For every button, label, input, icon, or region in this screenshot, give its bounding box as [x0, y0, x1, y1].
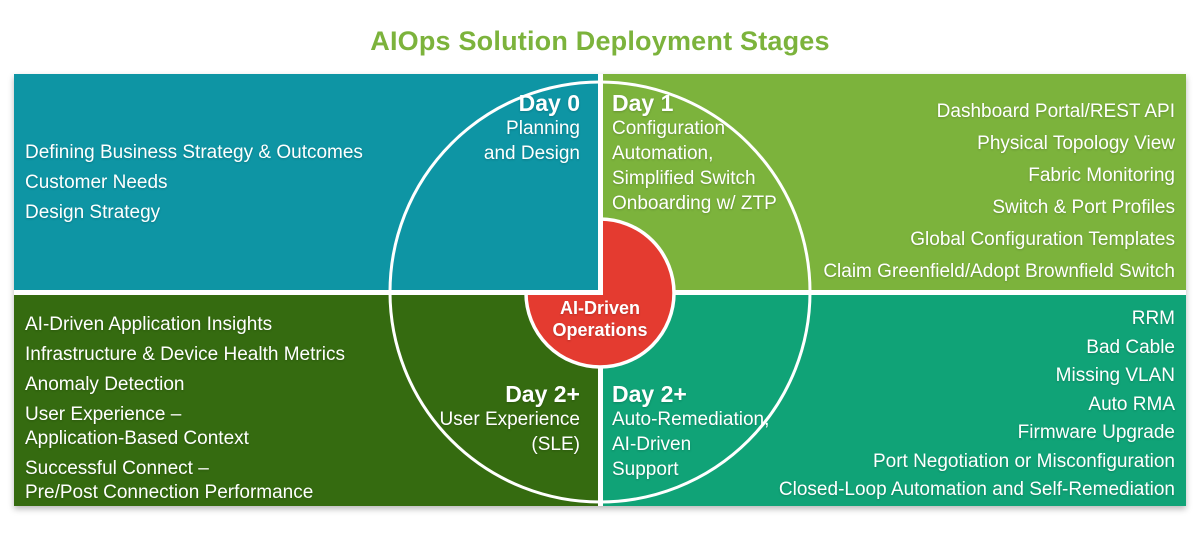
list-item: Design Strategy	[25, 202, 161, 223]
stage-title: Day 2+	[505, 381, 580, 407]
stage-desc-line: Auto-Remediation,	[612, 409, 770, 430]
quadrant-day0: Defining Business Strategy & Outcomes Cu…	[14, 74, 598, 290]
list-item: Firmware Upgrade	[1017, 422, 1175, 443]
quadrant-day1: Dashboard Portal/REST API Physical Topol…	[603, 74, 1186, 290]
hub-label-line: AI-Driven	[559, 298, 640, 318]
list-item: Physical Topology View	[977, 133, 1175, 154]
stage-desc-line: Planning	[506, 118, 580, 139]
stage-desc-line: User Experience	[439, 409, 580, 430]
list-item: Customer Needs	[25, 172, 168, 193]
item-line: Application-Based Context	[25, 428, 249, 449]
day1-stage-label: Day 1 Configuration Automation, Simplifi…	[612, 90, 777, 216]
list-item: AI-Driven Application Insights	[25, 313, 345, 337]
stage-desc-line: Automation,	[612, 143, 714, 164]
list-item: Infrastructure & Device Health Metrics	[25, 343, 345, 367]
list-item: Closed-Loop Automation and Self-Remediat…	[778, 479, 1175, 500]
day2-auto-stage-label: Day 2+ Auto-Remediation, AI-Driven Suppo…	[612, 381, 769, 482]
list-item: User Experience – Application-Based Cont…	[25, 403, 345, 451]
list-item: Missing VLAN	[1055, 365, 1175, 386]
list-item: Fabric Monitoring	[1028, 165, 1175, 186]
stage-desc-line: (SLE)	[531, 434, 580, 455]
diagram-title: AIOps Solution Deployment Stages	[370, 26, 830, 56]
stage-title: Day 2+	[612, 381, 687, 407]
day1-item-list: Dashboard Portal/REST API Physical Topol…	[823, 96, 1175, 288]
item-line: Infrastructure & Device Health Metrics	[25, 344, 345, 365]
item-line: Anomaly Detection	[25, 374, 185, 395]
list-item: Switch & Port Profiles	[992, 197, 1175, 218]
list-item: Bad Cable	[1086, 336, 1175, 358]
item-line: AI-Driven Application Insights	[25, 314, 273, 335]
stage-title: Day 0	[518, 90, 580, 116]
item-line: Successful Connect –	[25, 458, 209, 479]
day2-auto-item-list: RRM Bad Cable Missing VLAN Auto RMA Firm…	[779, 305, 1175, 505]
stage-desc-line: AI-Driven	[612, 434, 692, 455]
quadrant-day2-sle: AI-Driven Application Insights Infrastru…	[14, 295, 598, 506]
list-item: Dashboard Portal/REST API	[936, 101, 1175, 122]
day2-sle-item-list: AI-Driven Application Insights Infrastru…	[25, 313, 345, 511]
list-item: RRM	[1131, 308, 1175, 329]
stage-title: Day 1	[612, 90, 674, 116]
list-item: Auto RMA	[1088, 393, 1175, 415]
stage-desc-line: Support	[612, 459, 679, 480]
item-line: Pre/Post Connection Performance	[25, 482, 314, 503]
hub-label: AI-Driven Operations	[520, 297, 680, 341]
list-item: Defining Business Strategy & Outcomes	[25, 142, 363, 163]
list-item: Port Negotiation or Misconfiguration	[872, 450, 1175, 472]
quadrant-day2-auto: RRM Bad Cable Missing VLAN Auto RMA Firm…	[603, 295, 1186, 506]
stage-desc-line: and Design	[483, 143, 580, 164]
list-item: Anomaly Detection	[25, 373, 345, 397]
item-line: User Experience –	[25, 404, 182, 425]
day0-stage-label: Day 0 Planning and Design	[484, 90, 580, 166]
list-item: Global Configuration Templates	[910, 229, 1175, 250]
list-item: Successful Connect – Pre/Post Connection…	[25, 457, 345, 505]
hub-label-line: Operations	[552, 320, 648, 340]
day0-corner-overlap	[515, 210, 603, 295]
stage-desc-line: Simplified Switch	[612, 168, 756, 189]
stage-desc-line: Configuration	[612, 118, 726, 139]
list-item: Claim Greenfield/Adopt Brownfield Switch	[823, 261, 1175, 282]
day0-item-list: Defining Business Strategy & Outcomes Cu…	[25, 138, 363, 228]
stage-desc-line: Onboarding w/ ZTP	[612, 193, 777, 214]
day2-sle-stage-label: Day 2+ User Experience (SLE)	[440, 381, 580, 457]
